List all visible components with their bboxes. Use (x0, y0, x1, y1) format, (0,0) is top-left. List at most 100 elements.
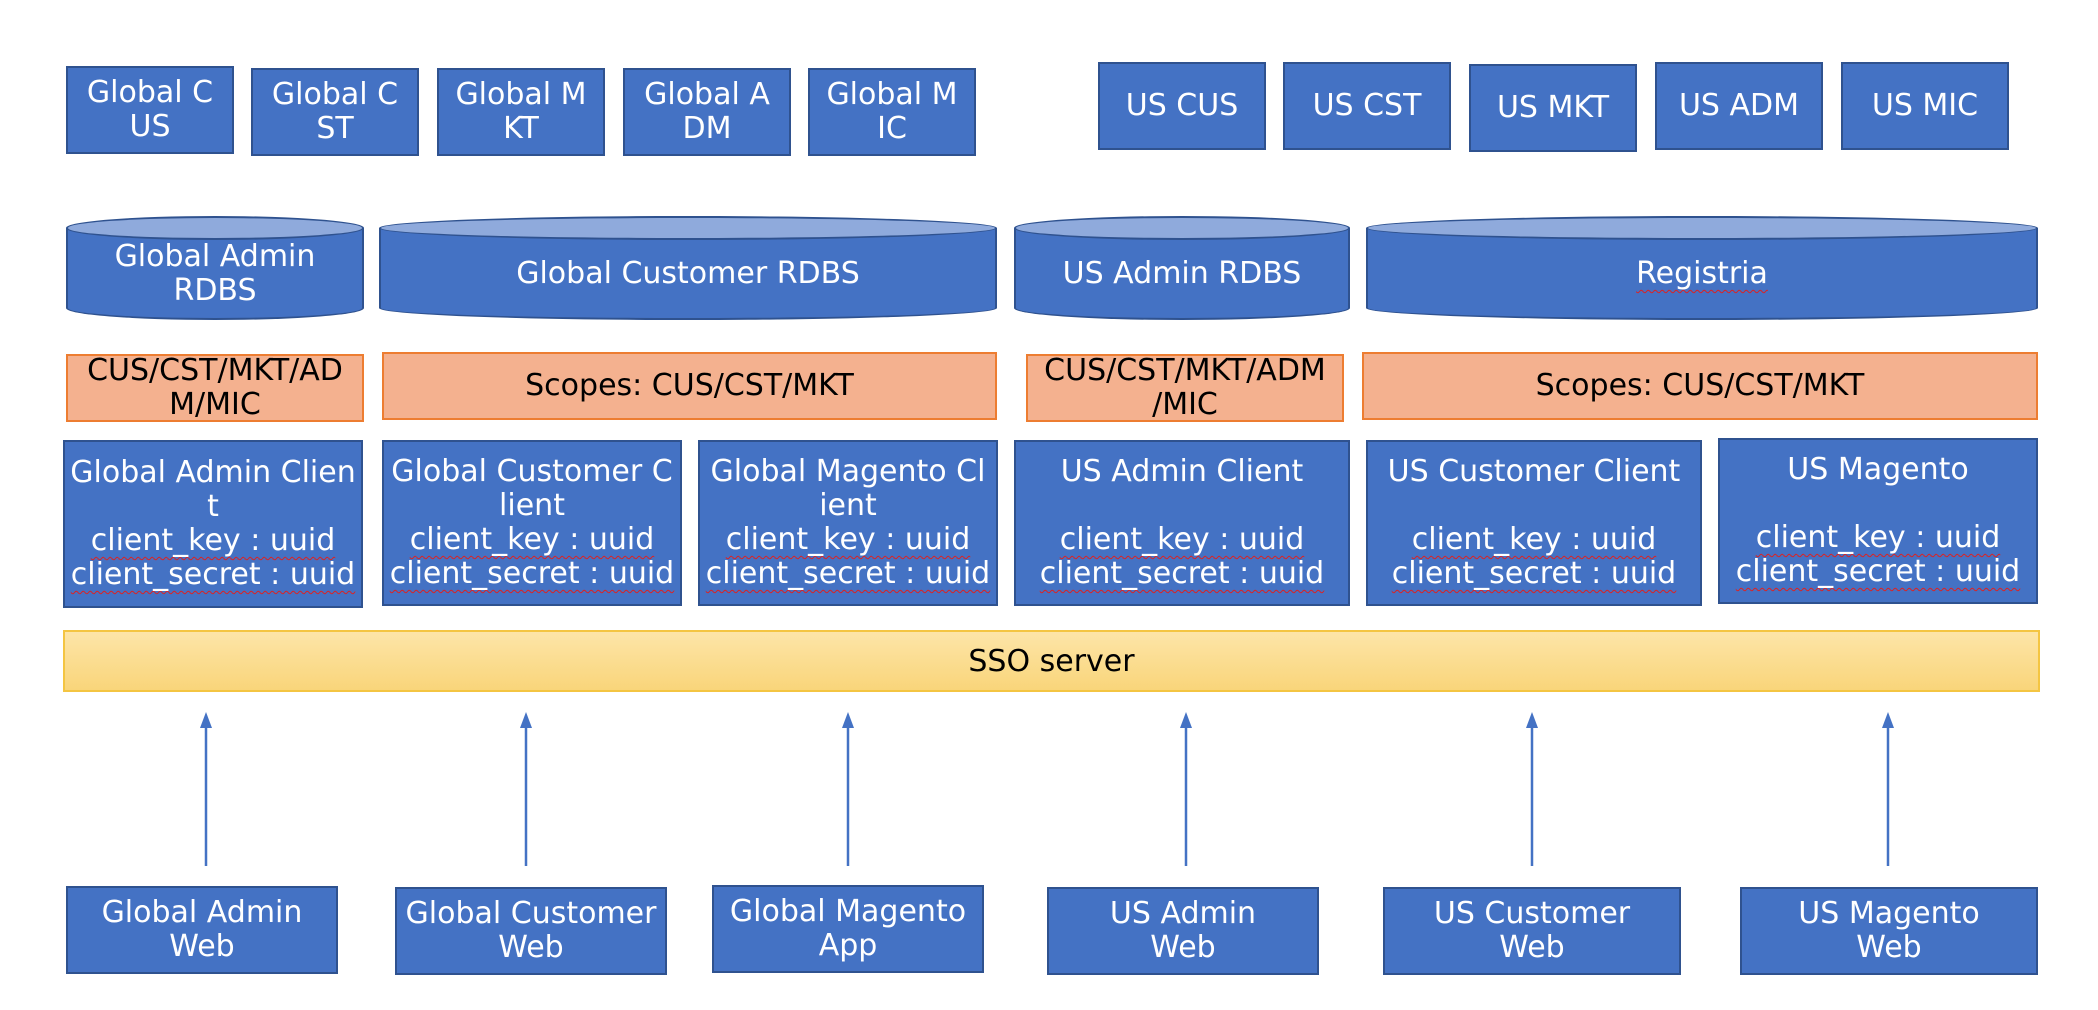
app-global-admin-web: Global Admin Web (66, 886, 338, 974)
client-secret-line: client_secret : uuid (705, 556, 991, 591)
app-global-customer-web: Global Customer Web (395, 887, 667, 975)
client-secret-line: client_secret : uuid (1039, 556, 1325, 591)
app-label-line: US Customer (1433, 896, 1631, 931)
role-us-adm: US ADM (1655, 62, 1823, 150)
app-label-line: Web (169, 929, 235, 964)
role-us-cst: US CST (1283, 62, 1451, 150)
role-label-line: ST (316, 111, 354, 146)
db-global-admin-rdbs: Global Admin RDBS (66, 216, 364, 320)
app-label-line: US Admin (1109, 896, 1257, 931)
role-label-line: Global A (644, 77, 770, 112)
client-global-admin: Global Admin Clien t client_key : uuid c… (63, 440, 363, 608)
sso-server-label: SSO server (968, 643, 1135, 679)
role-label-line: Global M (826, 77, 958, 112)
cylinder-body (66, 228, 364, 308)
arrow-head-us-admin (1180, 712, 1192, 728)
role-global-adm: Global A DM (623, 68, 791, 156)
app-label-line: Web (1856, 930, 1922, 965)
scope-label-line: Scopes: CUS/CST/MKT (525, 368, 854, 403)
db-label-line: Global Customer RDBS (516, 256, 860, 291)
cylinder-body (1366, 228, 2038, 308)
client-global-magento: Global Magento Cl ient client_key : uuid… (698, 440, 998, 606)
scope-us-admin: CUS/CST/MKT/ADM /MIC (1026, 354, 1344, 422)
client-key-line: client_key : uuid (90, 523, 336, 558)
scope-global-customer: Scopes: CUS/CST/MKT (382, 352, 997, 420)
role-global-mkt: Global M KT (437, 68, 605, 156)
scope-global-admin: CUS/CST/MKT/AD M/MIC (66, 354, 364, 422)
db-label: Global Customer RDBS (379, 236, 997, 312)
role-global-mic: Global M IC (808, 68, 976, 156)
client-secret-line: client_secret : uuid (70, 557, 356, 592)
client-key-line: client_key : uuid (725, 522, 971, 557)
arrow-head-global-magento (842, 712, 854, 728)
client-global-customer: Global Customer C lient client_key : uui… (382, 440, 682, 606)
role-label-line: US (129, 109, 171, 144)
cylinder-top (66, 216, 364, 240)
client-key-line: client_key : uuid (1755, 520, 2001, 555)
client-secret-line: client_secret : uuid (389, 556, 675, 591)
role-label-line: DM (682, 111, 732, 146)
client-label-line: t (207, 489, 219, 524)
arrow-head-global-customer (520, 712, 532, 728)
role-label-line: Global M (455, 77, 587, 112)
cylinder-top (379, 216, 997, 240)
client-us-admin: US Admin Client client_key : uuid client… (1014, 440, 1350, 606)
db-us-admin-rdbs: US Admin RDBS (1014, 216, 1350, 320)
app-label-line: Global Magento (729, 894, 967, 929)
client-label-line: lient (499, 488, 565, 523)
app-label-line: Web (1150, 930, 1216, 965)
arrow-head-global-admin (200, 712, 212, 728)
db-label-line: US Admin RDBS (1062, 256, 1302, 291)
client-label-line: Global Customer C (391, 454, 673, 489)
scope-label-line: M/MIC (169, 387, 261, 422)
role-global-cus: Global C US (66, 66, 234, 154)
scope-us-customer: Scopes: CUS/CST/MKT (1362, 352, 2038, 420)
scope-label-line: CUS/CST/MKT/AD (87, 353, 343, 388)
role-label-line: US MKT (1496, 90, 1610, 125)
scope-label-line: Scopes: CUS/CST/MKT (1535, 368, 1865, 403)
app-us-magento-web: US Magento Web (1740, 887, 2038, 975)
role-label-line: IC (877, 111, 907, 146)
db-label-line: RDBS (173, 273, 257, 308)
client-key-line: client_key : uuid (1411, 522, 1657, 557)
cylinder-top (1014, 216, 1350, 240)
app-us-customer-web: US Customer Web (1383, 887, 1681, 975)
role-us-mkt: US MKT (1469, 64, 1637, 152)
db-label: US Admin RDBS (1014, 236, 1350, 312)
db-label-line: Registria (1636, 256, 1768, 291)
app-label-line: Global Admin (101, 895, 303, 930)
role-label-line: KT (503, 111, 539, 146)
app-label-line: Global Customer (405, 896, 657, 931)
app-global-magento-app: Global Magento App (712, 885, 984, 973)
app-label-line: US Magento (1798, 896, 1980, 931)
client-label-line: US Customer Client (1387, 454, 1681, 489)
client-key-line: client_key : uuid (1059, 522, 1305, 557)
app-label-line: App (818, 928, 878, 963)
role-global-cst: Global C ST (251, 68, 419, 156)
db-label: Global Admin RDBS (66, 236, 364, 312)
client-label-line: US Magento (1787, 452, 1969, 487)
client-us-customer: US Customer Client client_key : uuid cli… (1366, 440, 1702, 606)
cylinder-top (1366, 216, 2038, 240)
client-label-line: ient (819, 488, 877, 523)
scope-label-line: /MIC (1152, 387, 1218, 422)
client-us-magento: US Magento client_key : uuid client_secr… (1718, 438, 2038, 604)
app-label-line: Web (1499, 930, 1565, 965)
client-label-line: Global Admin Clien (70, 455, 356, 490)
scope-label-line: CUS/CST/MKT/ADM (1044, 353, 1326, 388)
arrow-head-us-magento (1882, 712, 1894, 728)
cylinder-body (379, 228, 997, 308)
role-label-line: US MIC (1871, 88, 1979, 123)
role-us-mic: US MIC (1841, 62, 2009, 150)
client-label-line: Global Magento Cl (710, 454, 986, 489)
sso-server: SSO server (63, 630, 2040, 692)
client-secret-line: client_secret : uuid (1735, 554, 2021, 589)
db-label-line: Global Admin (114, 239, 316, 274)
db-registria: Registria (1366, 216, 2038, 320)
role-label-line: Global C (271, 77, 399, 112)
db-global-customer-rdbs: Global Customer RDBS (379, 216, 997, 320)
db-label: Registria (1366, 236, 2038, 312)
arrow-head-us-customer (1526, 712, 1538, 728)
client-key-line: client_key : uuid (409, 522, 655, 557)
role-us-cus: US CUS (1098, 62, 1266, 150)
